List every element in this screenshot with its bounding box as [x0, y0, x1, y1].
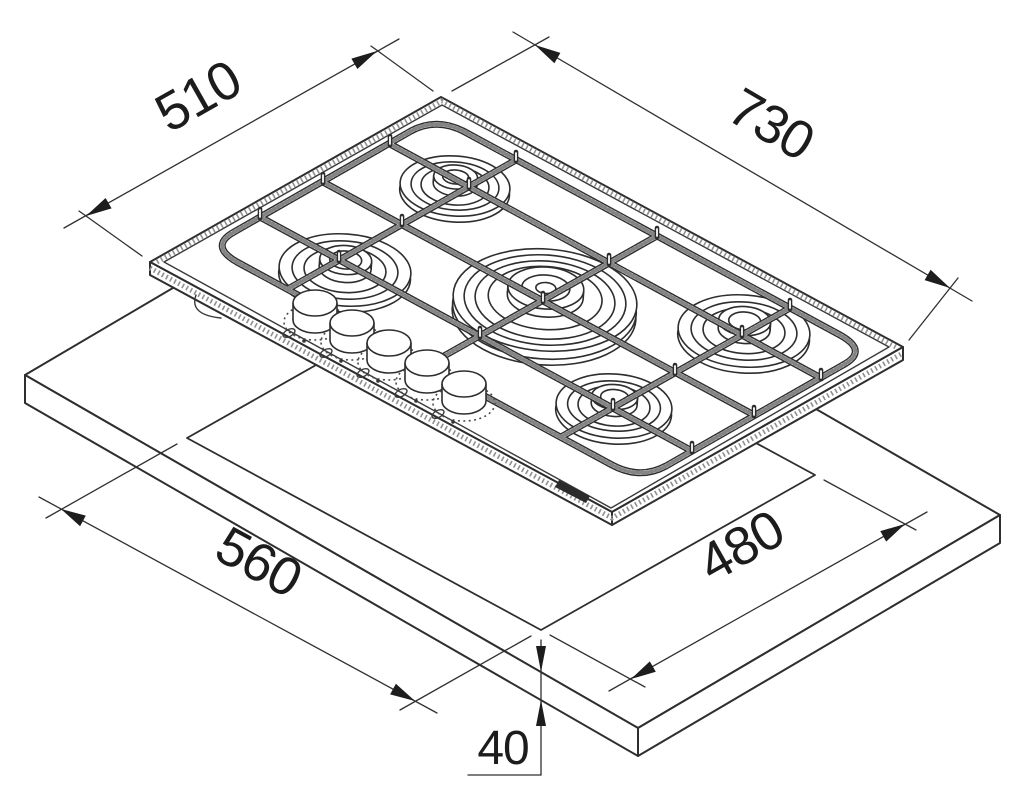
arrowhead	[61, 509, 86, 527]
dimension-label-hob-depth: 510	[145, 49, 250, 144]
arrowhead	[535, 45, 561, 64]
control-knob-5	[431, 370, 496, 424]
extension-line	[78, 210, 143, 257]
hob-inner-rim	[163, 104, 890, 509]
dimension-line	[608, 511, 928, 692]
extension-line	[451, 36, 550, 92]
control-knob-3	[356, 329, 421, 383]
dimension-worktop-thickness: 40	[467, 639, 546, 776]
arrowhead	[924, 269, 950, 288]
extension-line	[399, 635, 532, 711]
gas-hob	[148, 96, 905, 526]
dimension-label-worktop-thickness: 40	[477, 722, 528, 775]
hob-rim-hatch-front	[148, 265, 905, 521]
control-knob-4	[394, 349, 459, 403]
extension-line	[370, 45, 434, 92]
hob-rim-hatch-back	[155, 98, 898, 350]
arrowhead	[86, 198, 112, 216]
pan-support-grid	[222, 124, 855, 473]
extension-line	[908, 277, 959, 341]
control-knob-2	[319, 309, 384, 363]
arrowhead	[536, 646, 546, 672]
arrowhead	[351, 51, 377, 69]
arrowhead	[390, 683, 415, 701]
extension-line	[45, 443, 178, 519]
arrowhead	[536, 700, 546, 726]
brand-logo	[555, 480, 590, 503]
arrowhead	[631, 661, 656, 679]
worktop-front-right-face	[637, 514, 1001, 757]
extension-line	[823, 479, 917, 531]
dimension-label-hob-width: 730	[718, 77, 823, 173]
dimension-line	[63, 38, 400, 229]
dimension-line	[512, 31, 973, 302]
hob-casing-curve	[194, 294, 222, 319]
extension-line	[549, 634, 646, 688]
arrowhead	[880, 524, 905, 542]
grid-support-feet	[257, 133, 824, 455]
control-knobs	[282, 289, 496, 424]
control-knob-1	[282, 289, 347, 343]
dimension-line	[38, 496, 438, 714]
